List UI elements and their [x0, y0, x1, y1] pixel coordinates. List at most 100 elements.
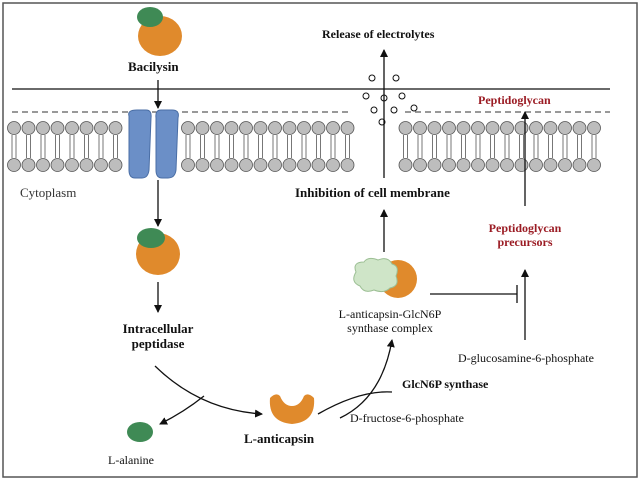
lipid-head-upper: [558, 121, 572, 135]
label-d-glucosamine-6-phosphate: D-glucosamine-6-phosphate: [458, 351, 594, 365]
l-alanine-molecule: [127, 422, 153, 442]
lipid-head-lower: [340, 158, 355, 172]
l-anticapsin-molecule: [269, 394, 315, 424]
lipid-head-lower: [224, 158, 239, 172]
lipid-head-lower: [398, 158, 413, 172]
lipid-head-lower: [500, 158, 514, 172]
lipid-head-upper: [427, 121, 442, 135]
membrane-channel: [128, 109, 179, 179]
lipid-head-upper: [210, 121, 224, 135]
lipid-head-lower: [543, 158, 558, 172]
arrow-to-l-alanine: [159, 395, 205, 425]
label-release-electrolytes: Release of electrolytes: [322, 27, 435, 41]
label-intracellular-peptidase: Intracellular peptidase: [108, 321, 208, 352]
arrow-anticapsin-to-synthase: [317, 391, 393, 415]
lipid-head-upper: [181, 121, 195, 135]
lipid-head-lower: [94, 158, 108, 172]
lipid-head-lower: [21, 158, 36, 172]
lipid-head-upper: [36, 121, 50, 135]
lipid-head-upper: [239, 121, 253, 135]
lipid-head-upper: [529, 121, 543, 135]
cell-membrane-bilayer: [7, 121, 601, 172]
anticapsin-glcn6p-complex: [353, 257, 417, 298]
lipid-head-lower: [210, 158, 224, 172]
lipid-head-upper: [471, 121, 485, 135]
lipid-head-upper: [224, 121, 239, 135]
lipid-head-upper: [326, 121, 340, 135]
arrow-peptidase-to-anticapsin: [154, 365, 263, 418]
lipid-head-lower: [587, 158, 601, 172]
lipid-head-upper: [572, 121, 587, 135]
lipid-head-lower: [79, 158, 94, 172]
lipid-head-lower: [529, 158, 543, 172]
lipid-head-lower: [326, 158, 340, 172]
lipid-head-upper: [282, 121, 297, 135]
pathway-arrows: [154, 49, 529, 425]
label-pg-precursors-line2: precursors: [497, 234, 553, 249]
lipid-head-lower: [239, 158, 253, 172]
lipid-head-upper: [543, 121, 558, 135]
label-intracellular-line1: Intracellular: [122, 321, 194, 336]
lipid-head-lower: [50, 158, 65, 172]
label-inhibition-cell-membrane: Inhibition of cell membrane: [295, 185, 450, 200]
label-complex-line2: synthase complex: [347, 320, 433, 335]
lipid-head-upper: [94, 121, 108, 135]
label-pg-precursors-line1: Peptidoglycan: [488, 221, 562, 235]
lipid-head-upper: [500, 121, 514, 135]
lipid-head-lower: [442, 158, 456, 172]
lipid-head-upper: [253, 121, 268, 135]
lipid-head-lower: [36, 158, 50, 172]
lipid-head-upper: [413, 121, 427, 135]
lipid-head-lower: [572, 158, 587, 172]
label-d-fructose-6-phosphate: D-fructose-6-phosphate: [350, 411, 464, 425]
lipid-head-lower: [195, 158, 210, 172]
bacilysin-molecule: [137, 7, 182, 56]
lipid-head-lower: [427, 158, 442, 172]
lipid-head-lower: [456, 158, 471, 172]
lipid-head-lower: [514, 158, 529, 172]
lipid-head-lower: [7, 158, 21, 172]
lipid-head-lower: [253, 158, 268, 172]
lipid-head-upper: [442, 121, 456, 135]
arrow-fructose-to-complex: [339, 339, 395, 419]
label-cytoplasm: Cytoplasm: [20, 185, 77, 200]
lipid-head-upper: [485, 121, 500, 135]
label-glcn6p-synthase: GlcN6P synthase: [402, 377, 489, 391]
lipid-head-upper: [7, 121, 21, 135]
lipid-head-upper: [65, 121, 79, 135]
lipid-head-upper: [21, 121, 36, 135]
lipid-head-lower: [282, 158, 297, 172]
lipid-head-lower: [413, 158, 427, 172]
lipid-head-upper: [79, 121, 94, 135]
lipid-head-upper: [297, 121, 311, 135]
label-complex: L-anticapsin-GlcN6P synthase complex: [320, 307, 460, 336]
lipid-head-upper: [108, 121, 123, 135]
lipid-head-upper: [587, 121, 601, 135]
lipid-head-lower: [297, 158, 311, 172]
label-l-alanine: L-alanine: [108, 453, 154, 467]
lipid-head-lower: [311, 158, 326, 172]
label-l-anticapsin: L-anticapsin: [244, 431, 315, 446]
lipid-head-upper: [514, 121, 529, 135]
lipid-head-lower: [108, 158, 123, 172]
label-intracellular-line2: peptidase: [131, 335, 185, 351]
lipid-head-upper: [50, 121, 65, 135]
label-peptidoglycan: Peptidoglycan: [478, 93, 551, 107]
label-peptidoglycan-precursors: Peptidoglycan precursors: [470, 221, 580, 250]
lipid-head-lower: [471, 158, 485, 172]
label-complex-line1: L-anticapsin-GlcN6P: [338, 307, 442, 321]
lipid-head-lower: [65, 158, 79, 172]
lipid-head-lower: [268, 158, 282, 172]
lipid-head-upper: [195, 121, 210, 135]
bacilysin-cytoplasm-molecule: [136, 228, 180, 275]
lipid-head-lower: [485, 158, 500, 172]
lipid-head-lower: [558, 158, 572, 172]
lipid-head-upper: [268, 121, 282, 135]
lipid-head-upper: [311, 121, 326, 135]
lipid-head-upper: [456, 121, 471, 135]
lipid-head-upper: [340, 121, 355, 135]
lipid-head-upper: [398, 121, 413, 135]
